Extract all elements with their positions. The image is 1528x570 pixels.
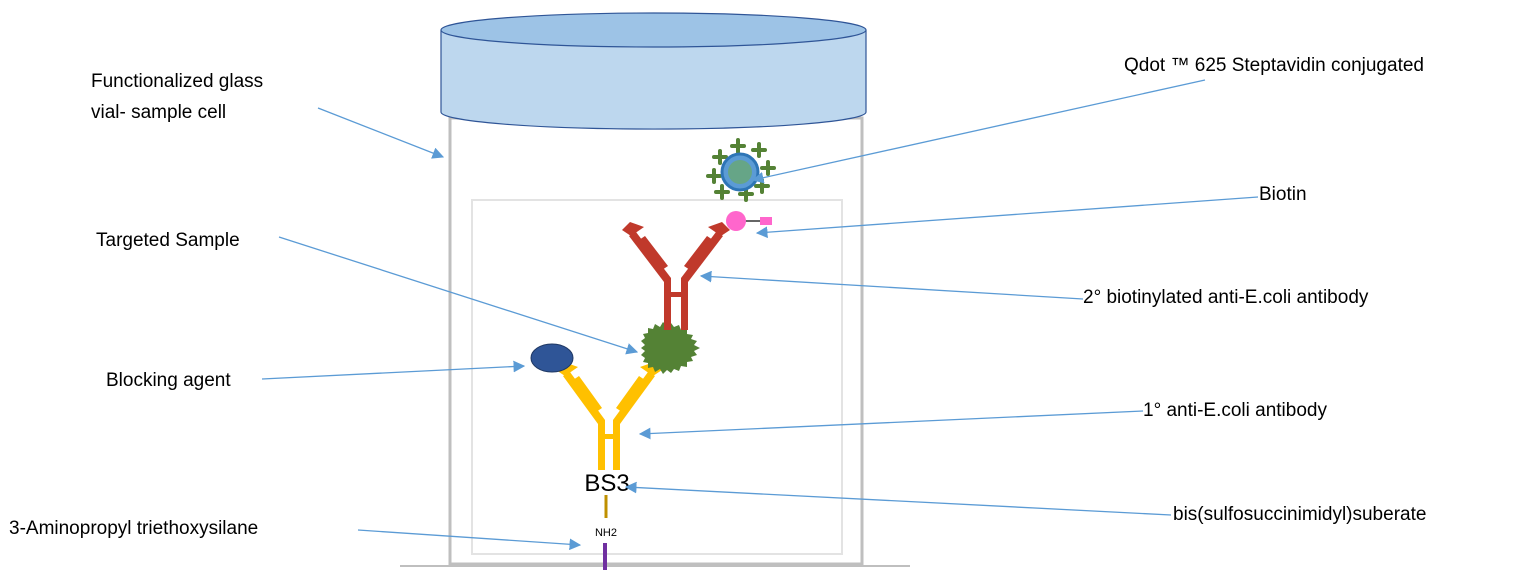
secondary-antibody [622,222,730,330]
qdot-nanoparticle [706,138,776,202]
arrow-primary-antibody [638,410,1144,440]
label-qdot: Qdot ™ 625 Steptavidin conjugated [1124,55,1424,76]
arrow-blocking-agent [261,360,526,380]
arrow-biotin [755,196,1259,239]
arrow-secondary-antibody [699,270,1084,300]
blocking-agent-shape [530,343,574,373]
label-vial-line1: Functionalized glass [91,71,263,92]
label-vial-line2: vial- sample cell [91,102,226,123]
nh2-marker: NH2 [595,527,617,539]
arrow-aptes [357,529,582,551]
primary-antibody [556,362,662,470]
arrow-qdot [751,79,1206,184]
arrow-vial [317,107,445,159]
target-sample-shape [641,322,700,374]
label-biotin: Biotin [1259,184,1307,205]
label-bs3: bis(sulfosuccinimidyl)suberate [1173,504,1426,525]
label-primary-antibody: 1° anti-E.coli antibody [1143,400,1327,421]
bs3-marker: BS3 [584,470,629,497]
arrow-bs3 [624,481,1172,516]
label-secondary-antibody: 2° biotinylated anti-E.coli antibody [1083,287,1369,308]
label-aptes: 3-Aminopropyl triethoxysilane [9,518,258,539]
vial-cap-top [440,12,867,48]
arrow-targeted-sample [278,236,639,355]
label-targeted-sample: Targeted Sample [96,230,240,251]
biotin-molecule [726,211,772,231]
glass-vial [400,12,910,567]
vial-inner-wall [471,199,843,555]
label-blocking-agent: Blocking agent [106,370,231,391]
vial-cap [440,12,867,130]
